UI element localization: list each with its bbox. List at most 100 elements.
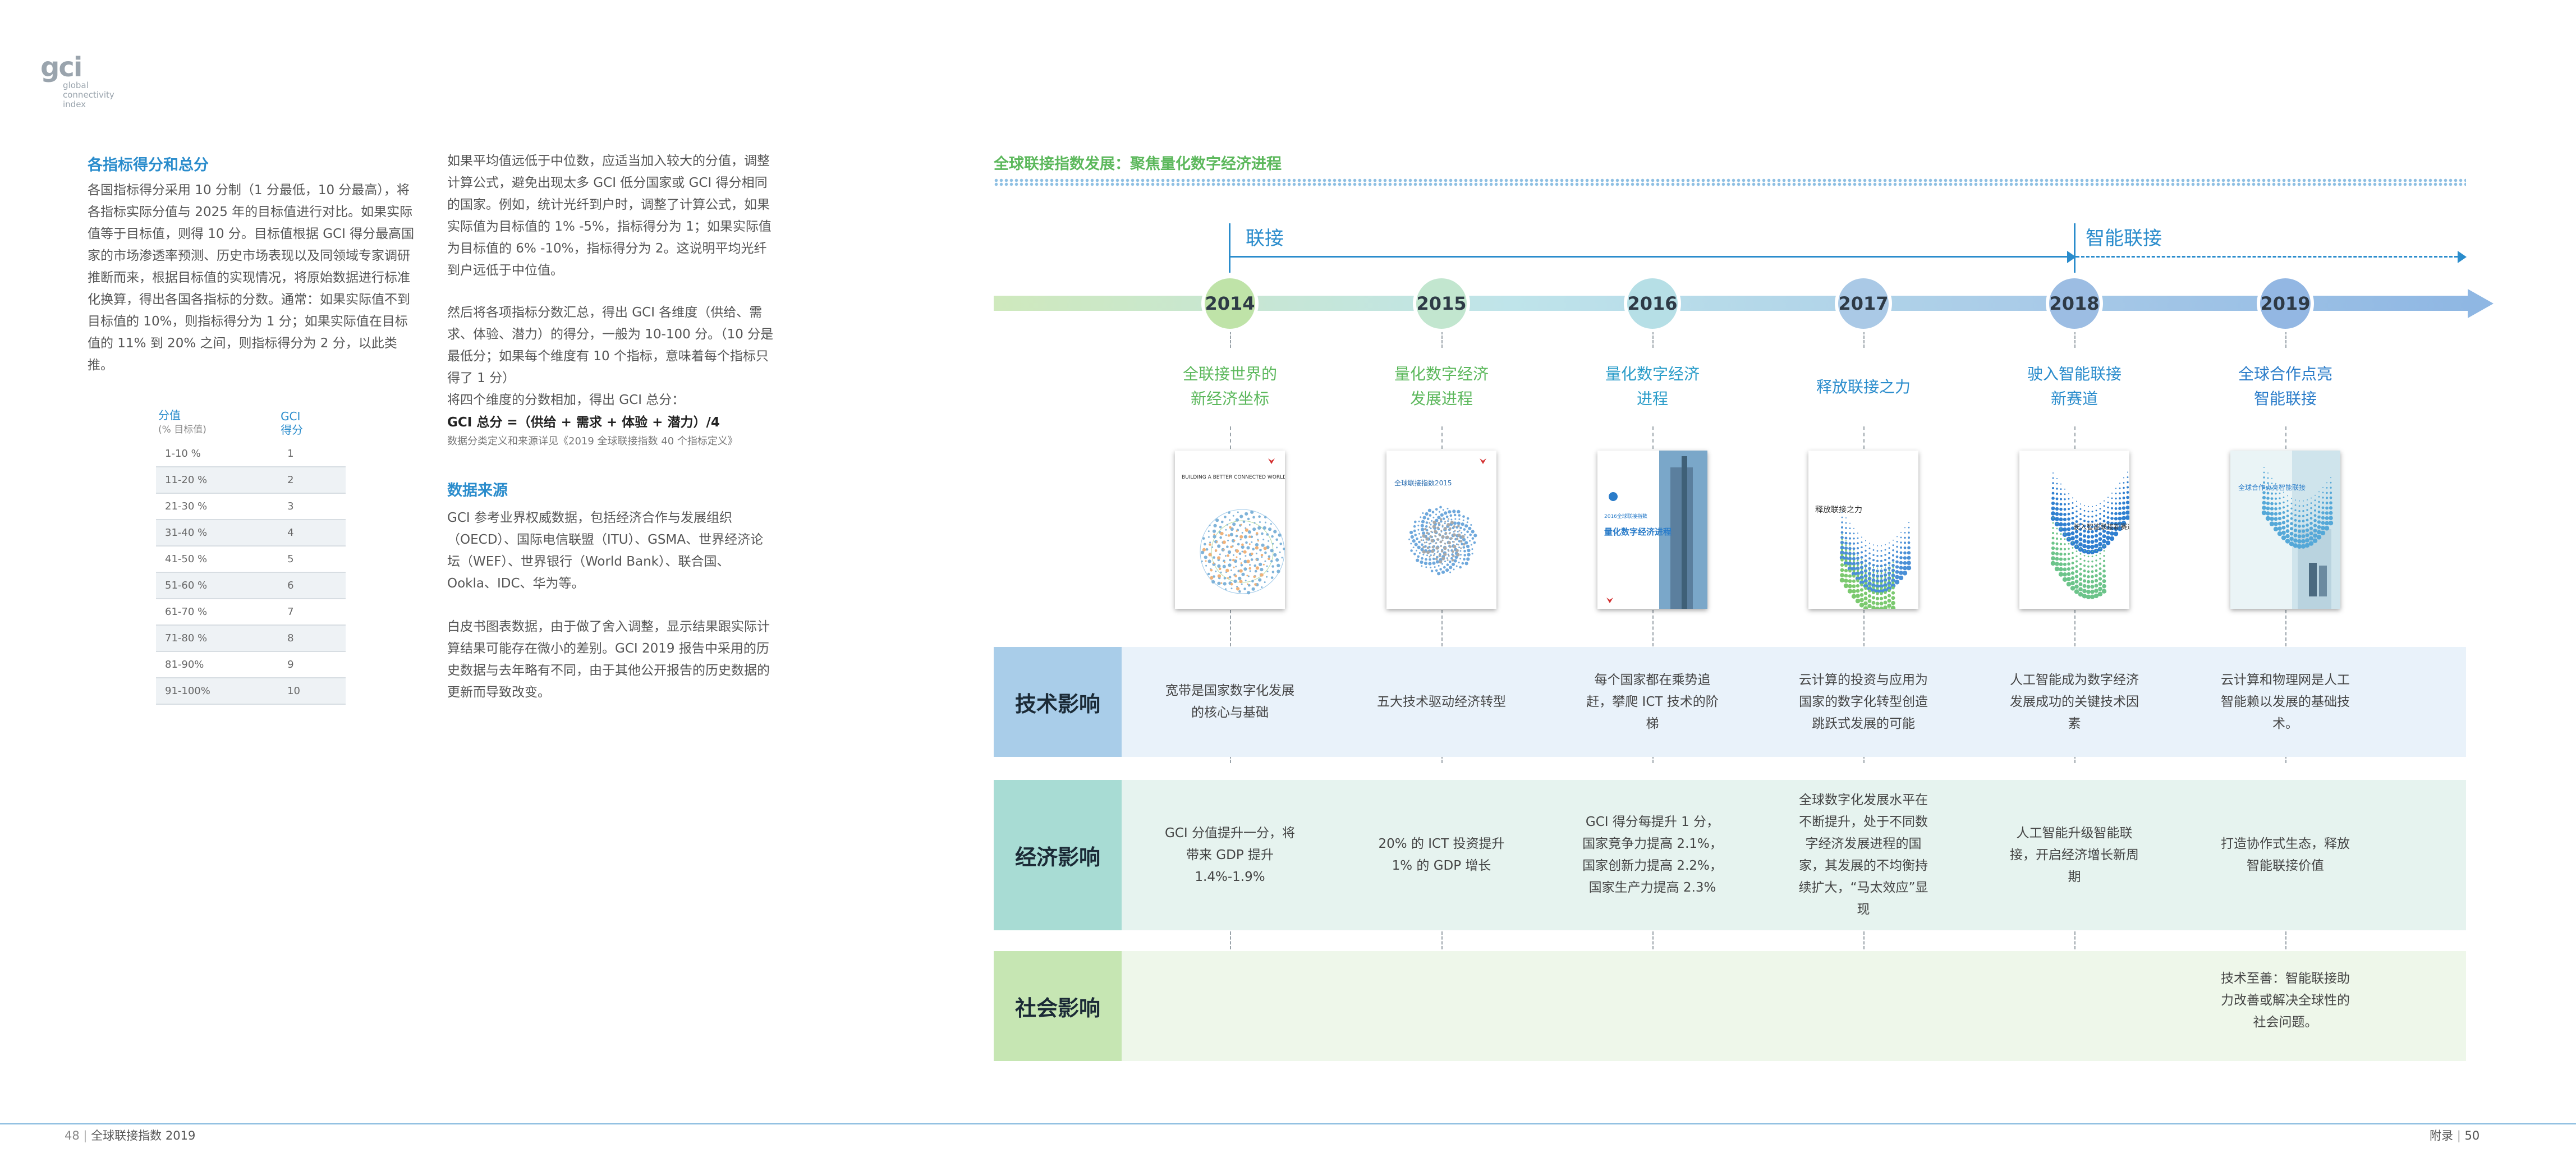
year-circle-2016: 2016 xyxy=(1627,278,1678,329)
impact-band-1: 经济影响 xyxy=(994,780,2466,930)
year-circle-2017: 2017 xyxy=(1838,278,1889,329)
logo-line-1: global xyxy=(63,80,89,90)
connector-line xyxy=(2285,426,2286,449)
dimension-paragraph: 然后将各项指标分数汇总，得出 GCI 各维度（供给、需求、体验、潜力）的得分，一… xyxy=(447,305,774,385)
year-label-line: 新赛道 xyxy=(2050,389,2098,408)
cover-subtitle: 2016全球联接指数 xyxy=(1604,513,1647,520)
impact-band-2: 社会影响 xyxy=(994,951,2466,1061)
connector-line xyxy=(1230,426,1231,449)
connector-line xyxy=(1863,610,1865,646)
logo-line-2: connectivity xyxy=(63,90,114,100)
score-cell: 8 xyxy=(278,625,346,652)
connector-line xyxy=(1652,331,1654,348)
range-cell: 61-70 % xyxy=(156,599,279,626)
range-cell: 1-10 % xyxy=(156,441,279,467)
cover-title: 释放联接之力 xyxy=(1815,505,1862,515)
year-circle-2019: 2019 xyxy=(2260,278,2311,329)
table-header-range: 分值(% 目标值) xyxy=(158,408,206,435)
year-label-line: 量化数字经济 xyxy=(1394,365,1489,383)
phase-line-connect xyxy=(1229,256,2076,258)
impact-cell: 宽带是国家数字化发展的核心与基础 xyxy=(1165,683,1294,720)
connector-line xyxy=(1441,426,1443,449)
connector-line xyxy=(1441,931,1443,949)
range-cell: 71-80 % xyxy=(156,625,279,652)
year-label-2019: 全球合作点亮智能联接 xyxy=(2212,362,2358,411)
year-label-line: 驶入智能联接 xyxy=(2027,365,2122,383)
year-label-line: 进程 xyxy=(1636,389,1668,408)
year-label-line: 量化数字经济 xyxy=(1605,365,1700,383)
gci-logo: gci global connectivity index xyxy=(40,52,125,109)
connector-line xyxy=(2074,426,2076,449)
table-row: 61-70 %7 xyxy=(156,599,346,626)
connector-line xyxy=(1230,931,1231,949)
score-cell: 2 xyxy=(278,467,346,494)
impact-band-label: 技术影响 xyxy=(994,647,1122,757)
cover-title: 全球合作点亮智能联接 xyxy=(2238,483,2306,492)
score-cell: 10 xyxy=(278,678,346,705)
impact-cell: 云计算和物理网是人工智能赖以发展的基础技术。 xyxy=(2221,672,2350,731)
timeline-arrow-icon xyxy=(2468,289,2494,318)
score-cell: 9 xyxy=(278,651,346,678)
score-cell: 6 xyxy=(278,572,346,599)
connector-line xyxy=(1652,426,1654,449)
connector-line xyxy=(1863,331,1865,348)
impact-cell: 人工智能升级智能联接，开启经济增长新周期 xyxy=(2010,825,2139,884)
formula-intro: 将四个维度的分数相加，得出 GCI 总分： xyxy=(447,393,685,407)
impact-cell: 五大技术驱动经济转型 xyxy=(1377,694,1506,709)
phase-bracket-start xyxy=(1229,223,1230,273)
sources-paragraph: GCI 参考业界权威数据，包括经济合作与发展组织（OECD）、国际电信联盟（IT… xyxy=(447,511,764,591)
page-number-left: 48 xyxy=(65,1129,80,1142)
footer-left: 48 | 全球联接指数 2019 xyxy=(65,1129,196,1142)
range-cell: 11-20 % xyxy=(156,467,279,494)
range-cell: 21-30 % xyxy=(156,493,279,520)
year-label-2015: 量化数字经济发展进程 xyxy=(1369,362,1514,411)
table-row: 41-50 %5 xyxy=(156,546,346,573)
footer-rule xyxy=(0,1123,2576,1124)
impact-cell: GCI 分值提升一分，将带来 GDP 提升 1.4%-1.9% xyxy=(1165,825,1295,884)
year-circle-2018: 2018 xyxy=(2049,278,2100,329)
connector-line xyxy=(1863,426,1865,449)
impact-cell: 打造协作式生态，释放智能联接价值 xyxy=(2221,837,2350,873)
score-cell: 4 xyxy=(278,520,346,547)
connector-line xyxy=(2074,610,2076,646)
impact-band-label: 经济影响 xyxy=(994,780,1122,930)
year-label-line: 释放联接之力 xyxy=(1816,378,1911,396)
dotted-divider xyxy=(994,178,2466,186)
range-cell: 51-60 % xyxy=(156,572,279,599)
rounding-note: 白皮书图表数据，由于做了舍入调整，显示结果跟实际计算结果可能存在微小的差别。GC… xyxy=(447,619,770,700)
year-label-2016: 量化数字经济进程 xyxy=(1579,362,1725,411)
year-label-2017: 释放联接之力 xyxy=(1790,375,1936,399)
footer-right: 附录 | 50 xyxy=(2430,1129,2480,1142)
connector-line xyxy=(1441,610,1443,646)
year-label-line: 全球合作点亮 xyxy=(2238,365,2332,383)
impact-cell: 技术至善：智能联接助力改善或解决全球性的社会问题。 xyxy=(2221,971,2350,1030)
connector-line xyxy=(1230,610,1231,646)
cover-title: 量化数字经济进程 xyxy=(1604,527,1672,537)
year-label-line: 发展进程 xyxy=(1409,389,1473,408)
range-cell: 31-40 % xyxy=(156,520,279,547)
range-cell: 41-50 % xyxy=(156,546,279,573)
cover-title: 全球联接指数2015 xyxy=(1394,479,1452,487)
score-cell: 5 xyxy=(278,546,346,573)
phase-line-smart xyxy=(2076,256,2458,258)
year-label-line: 新经济坐标 xyxy=(1190,389,1269,408)
report-cover-2016: 2016全球联接指数量化数字经济进程 xyxy=(1597,451,1707,609)
connector-line xyxy=(2285,610,2286,646)
table-row: 51-60 %6 xyxy=(156,572,346,599)
connector-line xyxy=(2074,931,2076,949)
report-cover-2014: BUILDING A BETTER CONNECTED WORLD xyxy=(1175,451,1285,609)
cover-title: BUILDING A BETTER CONNECTED WORLD xyxy=(1182,475,1285,480)
logo-mark: gci xyxy=(40,52,82,83)
report-cover-2019: 全球合作点亮智能联接 xyxy=(2230,451,2340,609)
year-circle-2015: 2015 xyxy=(1416,278,1467,329)
cover-title: 驶入智能联接新赛道 xyxy=(2073,522,2129,531)
range-cell: 81-90% xyxy=(156,651,279,678)
year-label-2014: 全联接世界的新经济坐标 xyxy=(1157,362,1303,411)
phase-label-connect: 联接 xyxy=(1246,227,1284,250)
impact-cell: 全球数字化发展水平在不断提升，处于不同数字经济发展进程的国家，其发展的不均衡持续… xyxy=(1798,793,1928,917)
connector-line xyxy=(2074,331,2076,348)
impact-cell: 20% 的 ICT 投资提升 1% 的 GDP 增长 xyxy=(1378,837,1505,873)
formula-block: 将四个维度的分数相加，得出 GCI 总分： GCI 总分 =（供给 + 需求 +… xyxy=(447,389,784,449)
